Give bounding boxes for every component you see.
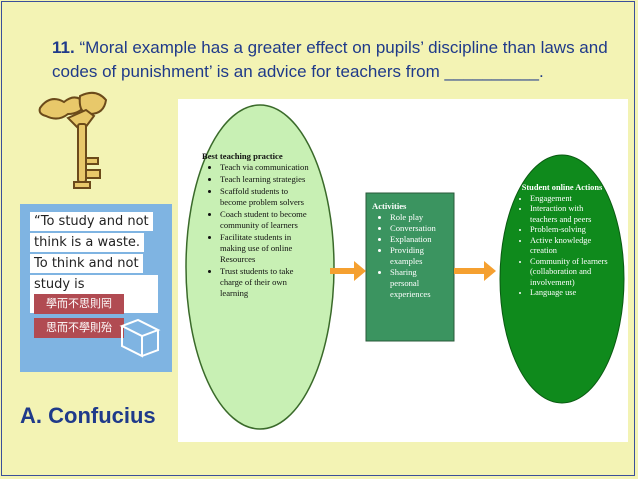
activities-list: Activities Role play Conversation Explan… <box>372 201 444 300</box>
list-item: Language use <box>530 288 612 299</box>
list-item: Facilitate students in making use of onl… <box>220 232 314 265</box>
confucius-quote-image: “To study and not think is a waste. To t… <box>20 204 172 372</box>
student-actions-title: Student online Actions <box>521 183 603 192</box>
best-practice-list: Best teaching practice Teach via communi… <box>202 151 314 300</box>
arrow-left-to-middle <box>330 261 366 281</box>
list-item: Coach student to become community of lea… <box>220 209 314 231</box>
list-item: Community of learners (collaboration and… <box>530 257 612 289</box>
keys-icon <box>38 91 108 189</box>
activities-title: Activities <box>372 201 407 211</box>
arrow-middle-to-right <box>454 261 496 281</box>
list-item: Problem-solving <box>530 225 612 236</box>
middle-box <box>365 192 455 342</box>
chinese-line: 學而不思則罔 <box>34 294 124 314</box>
question-text: 11. “Moral example has a greater effect … <box>52 36 612 84</box>
best-practice-title: Best teaching practice <box>202 151 283 161</box>
list-item: Providing examples <box>390 245 444 267</box>
teaching-diagram: Best teaching practice Teach via communi… <box>178 99 628 442</box>
list-item: Role play <box>390 212 444 223</box>
list-item: Teach learning strategies <box>220 174 314 185</box>
list-item: Active knowledge creation <box>530 236 612 257</box>
right-ellipse <box>499 154 625 404</box>
list-item: Explanation <box>390 234 444 245</box>
list-item: Trust students to take charge of their o… <box>220 266 314 299</box>
list-item: Sharing personal experiences <box>390 267 444 300</box>
list-item: Teach via communication <box>220 162 314 173</box>
book-icon <box>119 318 161 358</box>
list-item: Scaffold students to become problem solv… <box>220 186 314 208</box>
quote-line: think is a waste. <box>30 233 145 252</box>
chinese-line: 思而不學則殆 <box>34 318 124 338</box>
answer-text: A. Confucius <box>20 403 156 428</box>
quote-line: “To study and not <box>30 212 153 231</box>
list-item: Conversation <box>390 223 444 234</box>
list-item: Interaction with teachers and peers <box>530 204 612 225</box>
diagram-shapes <box>185 104 625 430</box>
list-item: Engagement <box>530 194 612 205</box>
quote-line: To think and not <box>30 254 143 273</box>
student-actions-list: Student online Actions Engagement Intera… <box>512 183 612 299</box>
question-number: 11. <box>52 38 75 57</box>
question-body: “Moral example has a greater effect on p… <box>52 38 608 81</box>
left-ellipse <box>185 104 335 430</box>
